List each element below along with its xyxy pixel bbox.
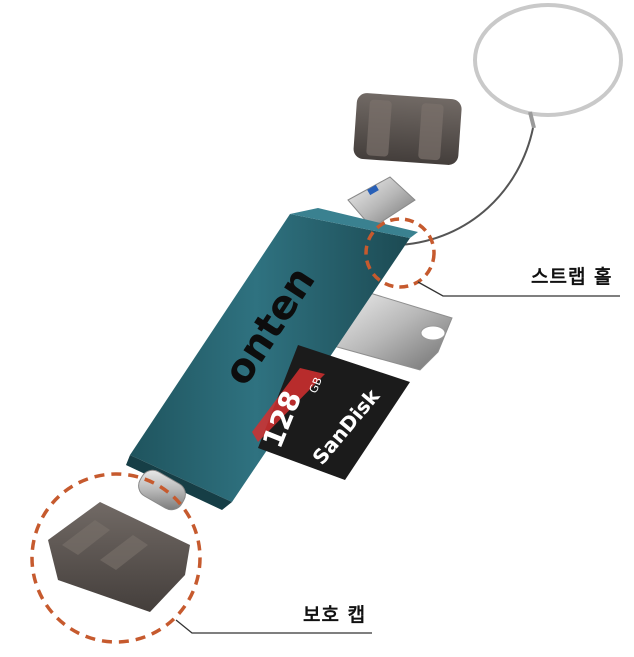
protective-cap-label: 보호 캡: [303, 604, 367, 626]
ring-clasp: [528, 111, 536, 129]
usb-a-cap: [353, 93, 462, 165]
key-ring: [473, 3, 623, 117]
usb-a-connector: [347, 176, 416, 229]
lanyard-cord: [399, 127, 534, 246]
strap-hole-leader-line: [417, 281, 620, 297]
strap-hole-highlight: [364, 217, 436, 289]
cap-highlight: [30, 472, 202, 644]
card-reader-body: onten: [126, 208, 418, 510]
usb-c-cap: [48, 502, 190, 612]
sd-unit: GB: [307, 375, 325, 395]
strap-hole-label: 스트랩 홀: [531, 266, 613, 288]
sd-card: 128 GB SanDisk: [252, 345, 410, 480]
cap-leader-line: [175, 619, 372, 634]
